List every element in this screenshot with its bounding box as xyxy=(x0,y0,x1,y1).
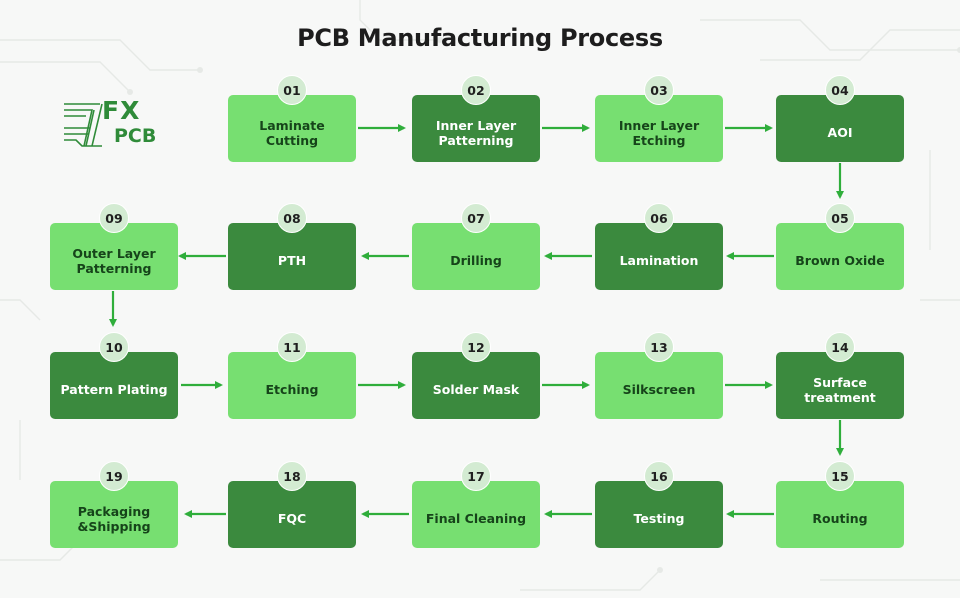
step-number-badge: 08 xyxy=(277,203,307,233)
step-number-badge: 15 xyxy=(825,461,855,491)
step-06-box: Lamination xyxy=(595,223,723,290)
step-number-badge: 13 xyxy=(644,332,674,362)
step-label: Solder Mask xyxy=(432,382,520,397)
step-19-box: Packaging &Shipping xyxy=(50,481,178,548)
step-number-badge: 11 xyxy=(277,332,307,362)
step-number-badge: 02 xyxy=(461,75,491,105)
step-number-badge: 16 xyxy=(644,461,674,491)
step-label: Testing xyxy=(633,511,685,526)
step-label: AOI xyxy=(827,125,853,140)
step-label: Etching xyxy=(265,382,319,397)
logo-text-pcb: PCB xyxy=(114,125,157,147)
step-label: Final Cleaning xyxy=(425,511,527,526)
step-08-box: PTH xyxy=(228,223,356,290)
step-09-box: Outer Layer Patterning xyxy=(50,223,178,290)
step-number-badge: 04 xyxy=(825,75,855,105)
step-05-box: Brown Oxide xyxy=(776,223,904,290)
step-14-box: Surface treatment xyxy=(776,352,904,419)
step-12-box: Solder Mask xyxy=(412,352,540,419)
step-13-box: Silkscreen xyxy=(595,352,723,419)
step-label: Brown Oxide xyxy=(795,253,885,268)
step-15-box: Routing xyxy=(776,481,904,548)
circuit-logo-icon xyxy=(64,103,103,147)
step-number-badge: 12 xyxy=(461,332,491,362)
step-number-badge: 17 xyxy=(461,461,491,491)
step-number-badge: 06 xyxy=(644,203,674,233)
logo-text-fx: FX xyxy=(102,96,141,125)
step-number-badge: 18 xyxy=(277,461,307,491)
step-label: Inner Layer Etching xyxy=(618,117,700,148)
step-07-box: Drilling xyxy=(412,223,540,290)
step-label: Inner Layer Patterning xyxy=(435,117,517,148)
step-label: Lamination xyxy=(619,253,699,268)
step-number-badge: 19 xyxy=(99,461,129,491)
step-label: Routing xyxy=(812,511,868,526)
step-02-box: Inner Layer Patterning xyxy=(412,95,540,162)
step-04-box: AOI xyxy=(776,95,904,162)
step-label: Laminate Cutting xyxy=(259,117,325,148)
step-03-box: Inner Layer Etching xyxy=(595,95,723,162)
step-number-badge: 05 xyxy=(825,203,855,233)
step-label: Packaging &Shipping xyxy=(77,503,151,534)
step-number-badge: 03 xyxy=(644,75,674,105)
step-16-box: Testing xyxy=(595,481,723,548)
fxpcb-logo: FX PCB xyxy=(62,96,172,154)
step-01-box: Laminate Cutting xyxy=(228,95,356,162)
step-11-box: Etching xyxy=(228,352,356,419)
step-label: Drilling xyxy=(450,253,502,268)
step-18-box: FQC xyxy=(228,481,356,548)
step-number-badge: 01 xyxy=(277,75,307,105)
step-number-badge: 10 xyxy=(99,332,129,362)
step-10-box: Pattern Plating xyxy=(50,352,178,419)
step-number-badge: 14 xyxy=(825,332,855,362)
step-label: Surface treatment xyxy=(804,374,876,405)
step-number-badge: 09 xyxy=(99,203,129,233)
page-title: PCB Manufacturing Process xyxy=(297,24,663,52)
step-label: PTH xyxy=(277,253,307,268)
step-label: Pattern Plating xyxy=(60,382,168,397)
step-number-badge: 07 xyxy=(461,203,491,233)
step-label: Silkscreen xyxy=(622,382,696,397)
step-label: Outer Layer Patterning xyxy=(72,245,156,276)
step-17-box: Final Cleaning xyxy=(412,481,540,548)
step-label: FQC xyxy=(277,511,307,526)
